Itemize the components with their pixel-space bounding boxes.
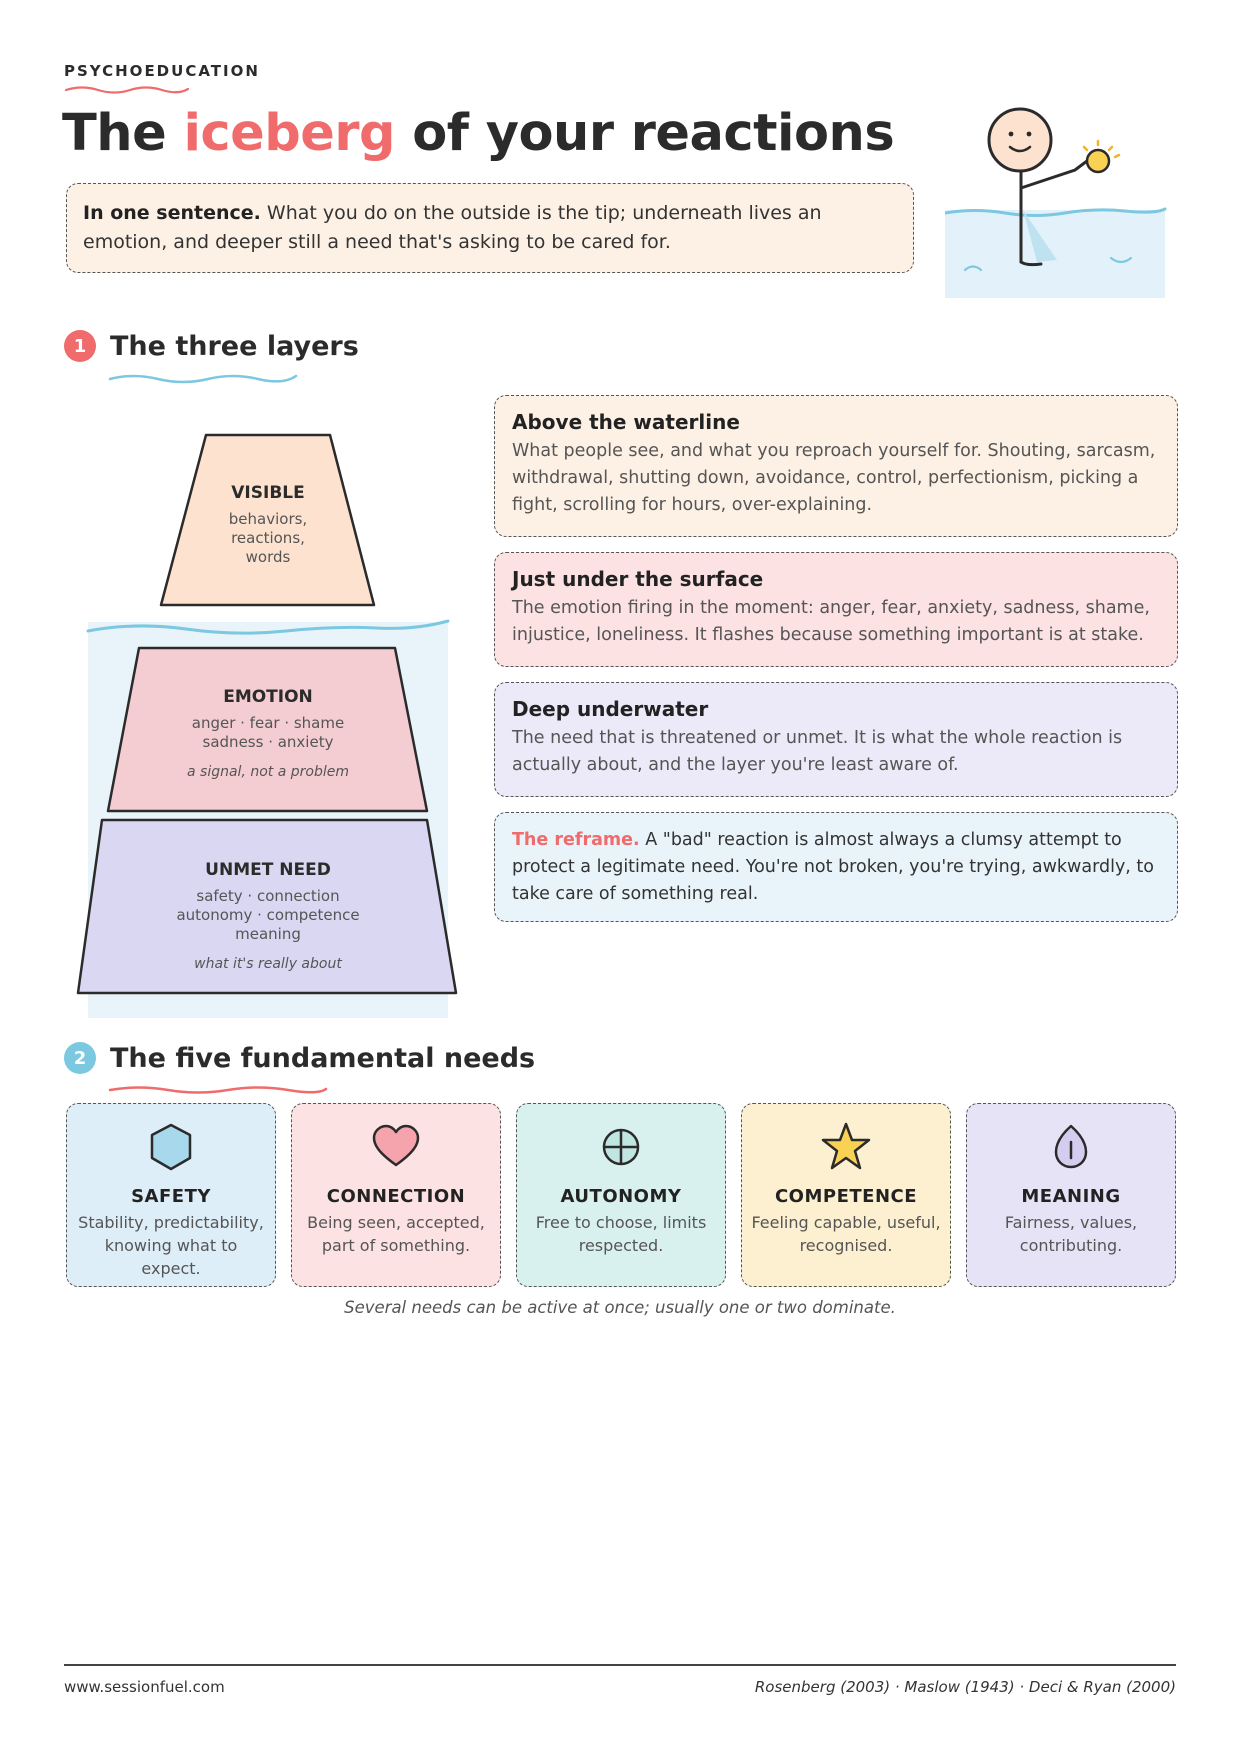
need-title: COMPETENCE: [774, 1186, 918, 1207]
iceberg-diagram: VISIBLE behaviors, reactions, words EMOT…: [76, 433, 458, 1018]
title-accent: iceberg: [183, 104, 396, 163]
need-line-3: meaning: [235, 925, 301, 943]
need-title: CONNECTION: [326, 1186, 466, 1207]
needs-row: SAFETY Stability, predictability, knowin…: [66, 1103, 1176, 1287]
need-note: what it's really about: [194, 956, 342, 972]
star-icon: [821, 1122, 871, 1170]
eyebrow-squiggle: [64, 86, 190, 94]
reframe-text: A "bad" reaction is almost always a clum…: [512, 830, 1155, 904]
visible-line-3: words: [246, 548, 291, 566]
layer-card-text: What people see, and what you reproach y…: [512, 441, 1156, 515]
need-title: SAFETY: [131, 1186, 211, 1207]
need-title: UNMET NEED: [205, 860, 331, 880]
footer-website: www.sessionfuel.com: [64, 1678, 225, 1696]
eyebrow-label: PSYCHOEDUCATION: [64, 62, 260, 80]
emotion-line-2: sadness · anxiety: [203, 733, 334, 751]
need-card-connection: CONNECTION Being seen, accepted, part of…: [291, 1103, 501, 1287]
section-1-squiggle: [108, 374, 298, 384]
layer-card-title: Above the waterline: [512, 410, 740, 434]
need-text: Free to choose, limits respected.: [535, 1213, 707, 1255]
section-2-title: The five fundamental needs: [110, 1042, 536, 1074]
need-line-1: safety · connection: [196, 887, 339, 905]
layer-card-text: The need that is threatened or unmet. It…: [512, 728, 1123, 775]
needs-note: Several needs can be active at once; usu…: [344, 1298, 896, 1317]
compass-icon: [602, 1128, 640, 1166]
layer-card-text: The emotion firing in the moment: anger,…: [512, 598, 1150, 645]
layer-card-title: Deep underwater: [512, 697, 709, 721]
layer-card-deep: Deep underwater The need that is threate…: [494, 682, 1178, 797]
need-title: MEANING: [1021, 1186, 1121, 1207]
need-text: Stability, predictability, knowing what …: [78, 1213, 264, 1278]
section-2-squiggle: [108, 1086, 328, 1094]
summary-lead: In one sentence.: [83, 202, 261, 224]
iceberg-visible-tier: [159, 433, 376, 607]
iceberg-emotion-tier: [106, 646, 429, 813]
hexagon-icon: [150, 1123, 192, 1171]
waterline: [86, 619, 450, 635]
need-card-autonomy: AUTONOMY Free to choose, limits respecte…: [516, 1103, 726, 1287]
summary-box: In one sentence. What you do on the outs…: [66, 183, 914, 273]
leaf-icon: [1054, 1124, 1088, 1169]
swimmer-illustration: [945, 107, 1167, 298]
page-title: The iceberg of your reactions: [62, 104, 895, 163]
summary-text: What you do on the outside is the tip; u…: [83, 202, 822, 253]
footer-divider: [64, 1664, 1176, 1666]
title-part-2: of your reactions: [395, 104, 895, 163]
title-part-1: The: [62, 104, 184, 163]
reframe-card: The reframe. A "bad" reaction is almost …: [494, 812, 1178, 922]
visible-title: VISIBLE: [231, 483, 304, 503]
need-text: Fairness, values, contributing.: [1004, 1213, 1138, 1255]
footer-references: Rosenberg (2003) · Maslow (1943) · Deci …: [754, 1678, 1176, 1696]
visible-line-1: behaviors,: [229, 510, 307, 528]
section-1-title: The three layers: [110, 330, 359, 362]
section-2-heading: 2 The five fundamental needs: [64, 1042, 535, 1074]
need-line-2: autonomy · competence: [176, 906, 359, 924]
visible-line-2: reactions,: [231, 529, 305, 547]
iceberg-need-tier: [76, 818, 458, 995]
section-2-badge: 2: [64, 1042, 96, 1074]
layer-card-above: Above the waterline What people see, and…: [494, 395, 1178, 537]
need-card-safety: SAFETY Stability, predictability, knowin…: [66, 1103, 276, 1287]
emotion-title: EMOTION: [223, 687, 313, 707]
need-title: AUTONOMY: [560, 1186, 682, 1207]
need-text: Feeling capable, useful, recognised.: [751, 1213, 941, 1255]
emotion-line-1: anger · fear · shame: [192, 714, 344, 732]
layer-card-title: Just under the surface: [512, 567, 764, 591]
need-text: Being seen, accepted, part of something.: [307, 1213, 485, 1255]
heart-icon: [372, 1124, 420, 1167]
emotion-note: a signal, not a problem: [187, 764, 349, 780]
need-card-competence: COMPETENCE Feeling capable, useful, reco…: [741, 1103, 951, 1287]
section-1-heading: 1 The three layers: [64, 330, 359, 362]
section-1-badge: 1: [64, 330, 96, 362]
need-card-meaning: MEANING Fairness, values, contributing.: [966, 1103, 1176, 1287]
layer-card-under-surface: Just under the surface The emotion firin…: [494, 552, 1178, 667]
reframe-lead: The reframe.: [512, 830, 640, 850]
